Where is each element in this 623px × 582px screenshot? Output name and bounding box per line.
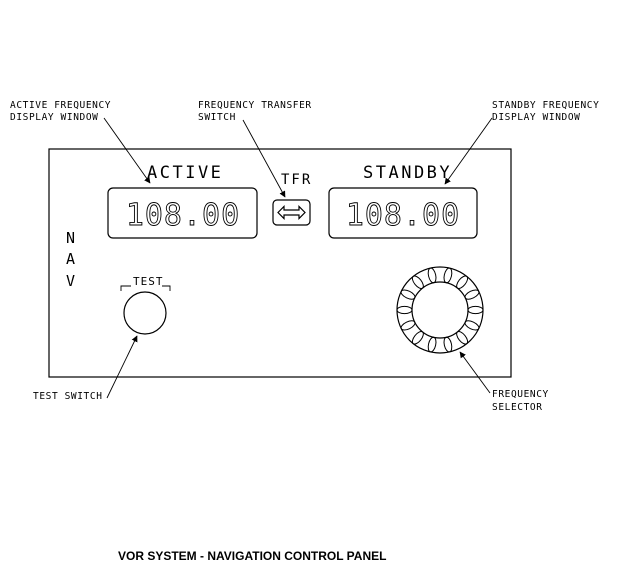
standby-frequency-readout: 108.00	[346, 198, 460, 233]
knob-knurl	[443, 267, 453, 284]
callout-transfer-switch-line1: FREQUENCY TRANSFER	[198, 100, 312, 111]
callout-standby-display: STANDBY FREQUENCY DISPLAY WINDOW	[492, 100, 599, 123]
knob-knurl	[427, 267, 437, 284]
callout-standby-display-line1: STANDBY FREQUENCY	[492, 100, 599, 111]
active-frequency-display: 108.00	[107, 187, 258, 239]
active-frequency-readout: 108.00	[126, 198, 240, 233]
transfer-switch-button[interactable]	[272, 199, 311, 226]
active-display-window	[107, 187, 258, 239]
callout-frequency-selector: FREQUENCY SELECTOR	[492, 389, 549, 413]
frequency-selector-knob[interactable]	[396, 266, 484, 354]
knob-inner-ring	[411, 281, 469, 339]
callout-active-display-line2: DISPLAY WINDOW	[10, 112, 98, 123]
leader-active-display	[103, 117, 151, 184]
callout-frequency-selector-line1: FREQUENCY	[492, 389, 549, 400]
callout-active-display-line1: ACTIVE FREQUENCY	[10, 100, 111, 111]
knob-outer-ring	[396, 266, 484, 354]
leader-standby-display	[444, 117, 493, 185]
nav-side-label: N A V	[66, 229, 75, 290]
active-label: ACTIVE	[147, 163, 223, 183]
test-switch[interactable]	[123, 291, 167, 335]
nav-letter-v: V	[66, 272, 75, 290]
nav-letter-n: N	[66, 229, 75, 247]
frequency-transfer-switch[interactable]	[272, 199, 311, 226]
panel-frame	[48, 148, 512, 378]
callout-frequency-selector-line2: SELECTOR	[492, 402, 543, 413]
test-label-group: TEST	[120, 275, 171, 291]
leader-frequency-selector	[459, 351, 491, 394]
test-label: TEST	[133, 275, 164, 288]
test-bracket-right	[162, 285, 171, 291]
knob-knurl	[467, 305, 484, 315]
tfr-label: TFR	[281, 172, 312, 188]
double-arrow-icon	[277, 205, 306, 220]
standby-label: STANDBY	[363, 163, 452, 183]
knob-knurl	[443, 336, 453, 353]
callout-transfer-switch-line2: SWITCH	[198, 112, 236, 123]
callout-transfer-switch: FREQUENCY TRANSFER SWITCH	[198, 100, 312, 123]
callout-standby-display-line2: DISPLAY WINDOW	[492, 112, 580, 123]
figure-caption: VOR SYSTEM - NAVIGATION CONTROL PANEL	[118, 549, 386, 563]
leader-test-switch	[106, 335, 138, 399]
leader-transfer-switch	[242, 119, 286, 198]
standby-frequency-display: 108.00	[328, 187, 478, 239]
knob-knurl	[396, 305, 413, 315]
standby-display-window	[328, 187, 478, 239]
test-bracket-left	[120, 285, 131, 291]
callout-active-display: ACTIVE FREQUENCY DISPLAY WINDOW	[10, 100, 111, 123]
knob-knurl	[427, 336, 437, 353]
callout-test-switch: TEST SWITCH	[33, 391, 103, 402]
nav-letter-a: A	[66, 250, 75, 268]
callout-test-switch-line1: TEST SWITCH	[33, 391, 103, 402]
